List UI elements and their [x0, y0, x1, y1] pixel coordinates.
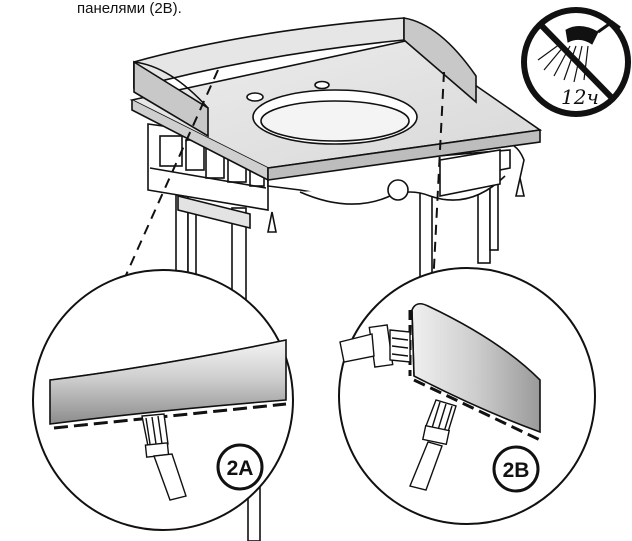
vanity-unit: [129, 17, 543, 541]
badge-2a-label: 2A: [227, 457, 254, 480]
panel-2a: [49, 339, 287, 425]
warning-hours-label: 12ч: [561, 85, 599, 109]
instruction-caption: панелями (2B).: [77, 0, 182, 17]
adhesive-tube-2a: [141, 413, 187, 501]
detail-circle-2b: 2B: [338, 267, 596, 525]
right-splash: [403, 17, 477, 104]
adhesive-tube-2b-bottom: [409, 399, 457, 491]
badge-2b: [492, 445, 540, 493]
left-splash: [133, 60, 209, 138]
adhesive-tube-2b-side: [339, 324, 411, 368]
no-shower-icon: 12ч: [521, 7, 631, 117]
badge-2a: [216, 443, 264, 491]
tap-hole: [246, 92, 264, 102]
detail-circle-2a: 2A: [32, 269, 294, 531]
adhesive-line: [413, 378, 541, 442]
leader-lines: [121, 69, 445, 307]
frame-panels: [147, 123, 511, 230]
tap-hole: [314, 80, 330, 90]
panel-2b: [411, 302, 541, 434]
badge-2b-label: 2B: [503, 459, 530, 482]
